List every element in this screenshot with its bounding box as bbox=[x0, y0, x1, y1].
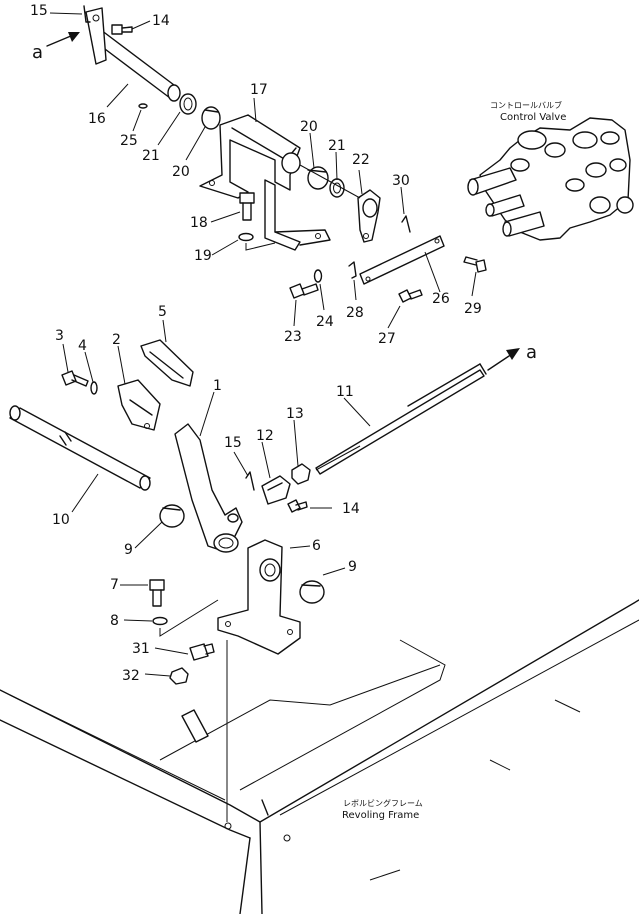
part-2-pedal bbox=[117, 379, 161, 431]
part-24-washer bbox=[313, 269, 323, 283]
part-31-stopper-bolt bbox=[189, 643, 215, 661]
callout-28: 28 bbox=[346, 305, 364, 321]
callout-15: 15 bbox=[224, 435, 242, 451]
callout-30: 30 bbox=[392, 173, 410, 189]
part-21-seal-top bbox=[179, 93, 197, 115]
control-valve bbox=[467, 117, 634, 241]
part-23-bolt bbox=[289, 283, 319, 299]
part-6-bracket bbox=[217, 539, 301, 655]
callout-26: 26 bbox=[432, 291, 450, 307]
part-10-shaft bbox=[9, 405, 151, 491]
callout-21: 21 bbox=[328, 138, 346, 154]
callout-8: 8 bbox=[110, 613, 119, 629]
part-20-bushing-top bbox=[201, 106, 221, 130]
part-14-bolt-top bbox=[111, 24, 133, 35]
part-18-bolt bbox=[239, 192, 255, 221]
part-32-nut bbox=[169, 667, 189, 685]
part-20-bushing-mid bbox=[307, 166, 329, 190]
revolving-frame bbox=[0, 599, 639, 914]
part-14-bolt-mid bbox=[287, 499, 308, 513]
part-15-pin-top bbox=[83, 5, 91, 23]
part-12-clevis bbox=[261, 475, 291, 505]
part-22-lever bbox=[357, 189, 381, 243]
callout-31: 31 bbox=[132, 641, 150, 657]
revolving-frame-label: Revoling Frame bbox=[342, 810, 419, 821]
arrow-a-top bbox=[46, 32, 80, 47]
part-9-bushing-right bbox=[299, 580, 325, 604]
part-28-pin bbox=[348, 261, 357, 279]
callout-21: 21 bbox=[142, 148, 160, 164]
callout-9: 9 bbox=[124, 542, 133, 558]
callout-11: 11 bbox=[336, 384, 354, 400]
leader-lines bbox=[49, 12, 477, 677]
part-5-pedal-pad bbox=[140, 339, 194, 387]
part-8-washer bbox=[152, 616, 168, 626]
part-19-washer bbox=[238, 232, 254, 242]
callout-2: 2 bbox=[112, 332, 121, 348]
part-9-bushing-left bbox=[159, 504, 185, 528]
callout-16: 16 bbox=[88, 111, 106, 127]
part-25-key bbox=[138, 103, 148, 109]
callout-24: 24 bbox=[316, 314, 334, 330]
ref-letter-a-top: a bbox=[32, 42, 43, 63]
callout-4: 4 bbox=[78, 338, 87, 354]
part-4-washer bbox=[90, 381, 98, 395]
callout-18: 18 bbox=[190, 215, 208, 231]
part-30-pin bbox=[401, 215, 411, 233]
callout-10: 10 bbox=[52, 512, 70, 528]
part-15-pin-mid bbox=[245, 471, 255, 491]
callout-9: 9 bbox=[348, 559, 357, 575]
callout-29: 29 bbox=[464, 301, 482, 317]
callout-12: 12 bbox=[256, 428, 274, 444]
part-3-bolt bbox=[61, 370, 89, 387]
callout-32: 32 bbox=[122, 668, 140, 684]
callout-20: 20 bbox=[300, 119, 318, 135]
part-11-rod bbox=[315, 363, 487, 475]
callout-25: 25 bbox=[120, 133, 138, 149]
callout-14: 14 bbox=[152, 13, 170, 29]
callout-19: 19 bbox=[194, 248, 212, 264]
control-valve-label-jp: コントロールバルブ bbox=[490, 100, 562, 110]
part-1-lever bbox=[174, 423, 243, 553]
part-7-bolt bbox=[149, 579, 165, 607]
callout-5: 5 bbox=[158, 304, 167, 320]
callout-1: 1 bbox=[213, 378, 222, 394]
callout-numbers: 15 14 16 25 21 20 17 20 21 22 30 18 19 2… bbox=[30, 3, 482, 684]
part-16-shaft bbox=[85, 7, 181, 102]
revolving-frame-label-jp: レボルビングフレーム bbox=[343, 798, 423, 808]
part-27-bolt bbox=[398, 289, 423, 303]
callout-3: 3 bbox=[55, 328, 64, 344]
callout-14: 14 bbox=[342, 501, 360, 517]
control-valve-label: Control Valve bbox=[500, 112, 566, 123]
part-17-bracket bbox=[199, 114, 331, 251]
ref-letter-a-right: a bbox=[526, 342, 537, 363]
callout-23: 23 bbox=[284, 329, 302, 345]
callout-13: 13 bbox=[286, 406, 304, 422]
callout-22: 22 bbox=[352, 152, 370, 168]
callout-6: 6 bbox=[312, 538, 321, 554]
part-26-rod bbox=[359, 235, 445, 285]
callout-20: 20 bbox=[172, 164, 190, 180]
callout-7: 7 bbox=[110, 577, 119, 593]
stopper-plate bbox=[181, 709, 209, 743]
part-29-bolt bbox=[463, 256, 487, 273]
callout-17: 17 bbox=[250, 82, 268, 98]
arrow-a-right bbox=[487, 348, 520, 371]
part-13-nut bbox=[291, 463, 311, 485]
callout-27: 27 bbox=[378, 331, 396, 347]
callout-15: 15 bbox=[30, 3, 48, 19]
